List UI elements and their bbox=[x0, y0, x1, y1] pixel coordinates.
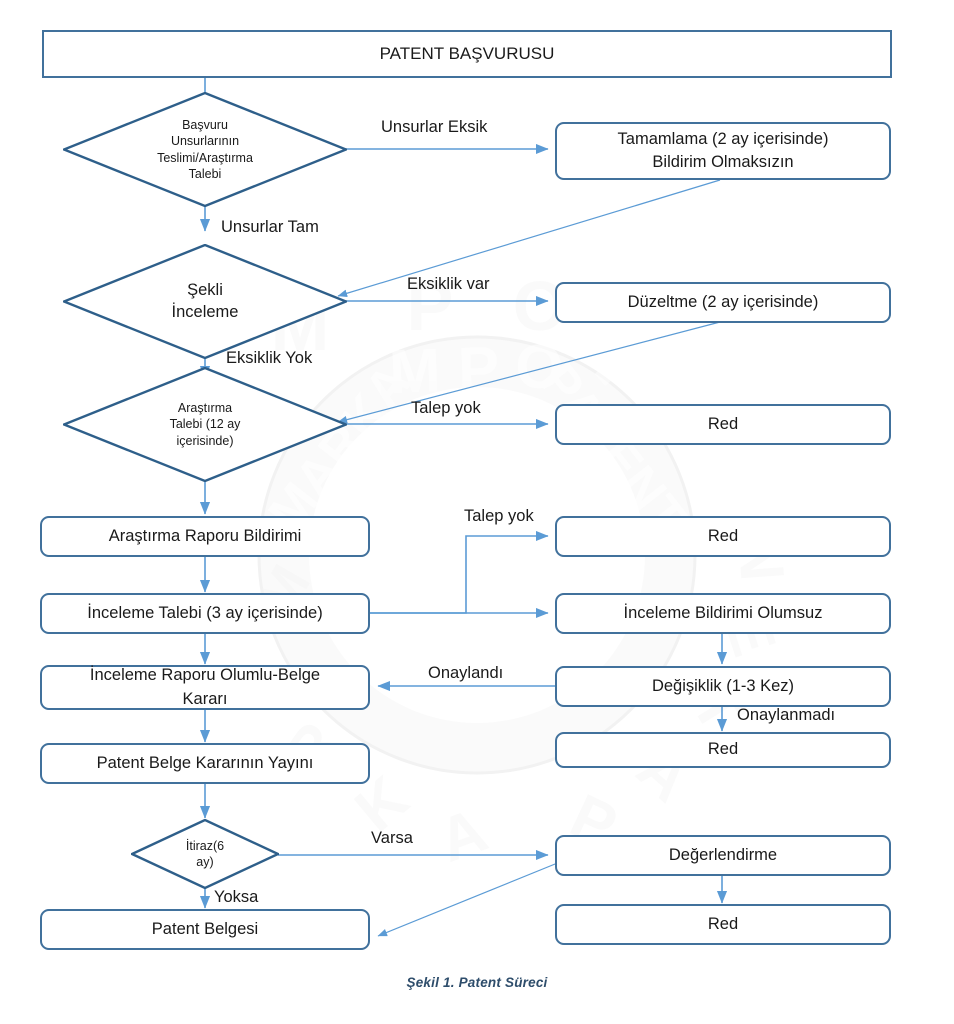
node-inceleme-bildirimi-olumsuz: İnceleme Bildirimi Olumsuz bbox=[555, 593, 891, 634]
svg-text:m: m bbox=[390, 450, 565, 685]
edge-label-text: Eksiklik var bbox=[407, 275, 490, 293]
node-tamamlama: Tamamlama (2 ay içerisinde) Bildirim Olm… bbox=[555, 122, 891, 180]
node-label-line2: İnceleme bbox=[171, 302, 239, 321]
node-decision-sekli-inceleme: Şekli İnceleme bbox=[63, 244, 347, 359]
node-label: Red bbox=[707, 414, 739, 433]
node-label-line3: içerisinde) bbox=[176, 433, 234, 448]
node-label: Patent Belge Kararının Yayını bbox=[96, 753, 314, 772]
node-decision-basvuru-unsurlari: Başvuru Unsurlarının Teslimi/Araştırma T… bbox=[63, 92, 347, 207]
node-label-line3: Teslimi/Araştırma bbox=[157, 150, 253, 165]
node-patent-belgesi: Patent Belgesi bbox=[40, 909, 370, 950]
node-label: İnceleme Talebi (3 ay içerisinde) bbox=[87, 603, 323, 622]
node-label-line2: Talebi (12 ay bbox=[169, 417, 241, 432]
edge-label-text: Onaylanmadı bbox=[737, 706, 836, 724]
node-decision-itiraz: İtiraz(6 ay) bbox=[131, 819, 279, 889]
node-label-line1: Tamamlama (2 ay içerisinde) bbox=[617, 129, 829, 148]
node-label: İnceleme Bildirimi Olumsuz bbox=[623, 603, 823, 622]
edge-label-text: Talep yok bbox=[411, 399, 481, 417]
node-arastirma-raporu-bildirimi: Araştırma Raporu Bildirimi bbox=[40, 516, 370, 557]
edge-label-text: Varsa bbox=[371, 829, 413, 847]
edge-label-text: Talep yok bbox=[464, 507, 534, 525]
node-label-line2: ay) bbox=[196, 855, 214, 869]
node-decision-arastirma-talebi: Araştırma Talebi (12 ay içerisinde) bbox=[63, 367, 347, 482]
node-label-line1: Şekli bbox=[187, 280, 223, 299]
node-label: Patent Belgesi bbox=[151, 919, 259, 938]
node-label-line4: Talebi bbox=[188, 167, 222, 181]
edge-label-onaylandi: Onaylandı bbox=[428, 664, 503, 683]
node-label: Araştırma Raporu Bildirimi bbox=[108, 526, 302, 545]
node-inceleme-raporu-olumlu: İnceleme Raporu Olumlu-Belge Kararı bbox=[40, 665, 370, 710]
node-label: Red bbox=[707, 526, 739, 545]
node-label: Red bbox=[707, 740, 739, 759]
node-label-line1: İtiraz(6 bbox=[185, 838, 225, 853]
edge-label-text: Unsurlar Tam bbox=[221, 218, 319, 236]
node-label-line2: Unsurlarının bbox=[170, 134, 240, 148]
edge-label-unsurlar-eksik: Unsurlar Eksik bbox=[381, 118, 487, 137]
node-label: Red bbox=[707, 914, 739, 933]
edge-label-text: Yoksa bbox=[214, 888, 259, 906]
figure-caption-text: Şekil 1. Patent Süreci bbox=[406, 975, 548, 990]
node-label-line1: Başvuru bbox=[182, 117, 228, 132]
node-title-patent-basvurusu: PATENT BAŞVURUSU bbox=[42, 30, 892, 78]
edge-label-talep-yok-2: Talep yok bbox=[464, 507, 534, 526]
node-inceleme-talebi: İnceleme Talebi (3 ay içerisinde) bbox=[40, 593, 370, 634]
edge-label-text: Onaylandı bbox=[428, 664, 504, 682]
node-label-line2: Bildirim Olmaksızın bbox=[652, 153, 794, 171]
node-red-2: Red bbox=[555, 516, 891, 557]
edge-label-unsurlar-tam: Unsurlar Tam bbox=[221, 218, 319, 237]
edge-label-eksiklik-yok: Eksiklik Yok bbox=[226, 349, 312, 368]
node-label-line1: İnceleme Raporu Olumlu-Belge bbox=[89, 666, 321, 685]
node-red-1: Red bbox=[555, 404, 891, 445]
node-red-3: Red bbox=[555, 732, 891, 768]
edge-label-eksiklik-var: Eksiklik var bbox=[407, 275, 490, 294]
edge-label-yoksa: Yoksa bbox=[214, 888, 258, 907]
node-label: PATENT BAŞVURUSU bbox=[379, 44, 555, 64]
figure-caption: Şekil 1. Patent Süreci bbox=[0, 975, 954, 990]
node-label-line2: Kararı bbox=[182, 689, 228, 708]
edge-label-talep-yok-1: Talep yok bbox=[411, 399, 481, 418]
node-degerlendirme: Değerlendirme bbox=[555, 835, 891, 876]
edge-label-varsa: Varsa bbox=[371, 829, 413, 848]
node-red-4: Red bbox=[555, 904, 891, 945]
edge-label-text: Unsurlar Eksik bbox=[381, 118, 488, 136]
edge-label-text: Eksiklik Yok bbox=[226, 349, 313, 367]
svg-text:M P O: M P O bbox=[388, 332, 565, 407]
node-degisiklik: Değişiklik (1-3 Kez) bbox=[555, 666, 891, 707]
node-duzeltme: Düzeltme (2 ay içerisinde) bbox=[555, 282, 891, 323]
node-patent-belge-kararinin-yayini: Patent Belge Kararının Yayını bbox=[40, 743, 370, 784]
edge-label-onaylanmadi: Onaylanmadı bbox=[737, 706, 835, 725]
node-label-line1: Araştırma bbox=[177, 400, 233, 415]
node-label: Değişiklik (1-3 Kez) bbox=[651, 676, 795, 695]
node-label: Değerlendirme bbox=[668, 845, 778, 864]
svg-text:A: A bbox=[430, 796, 496, 876]
node-label: Düzeltme (2 ay içerisinde) bbox=[627, 292, 819, 311]
